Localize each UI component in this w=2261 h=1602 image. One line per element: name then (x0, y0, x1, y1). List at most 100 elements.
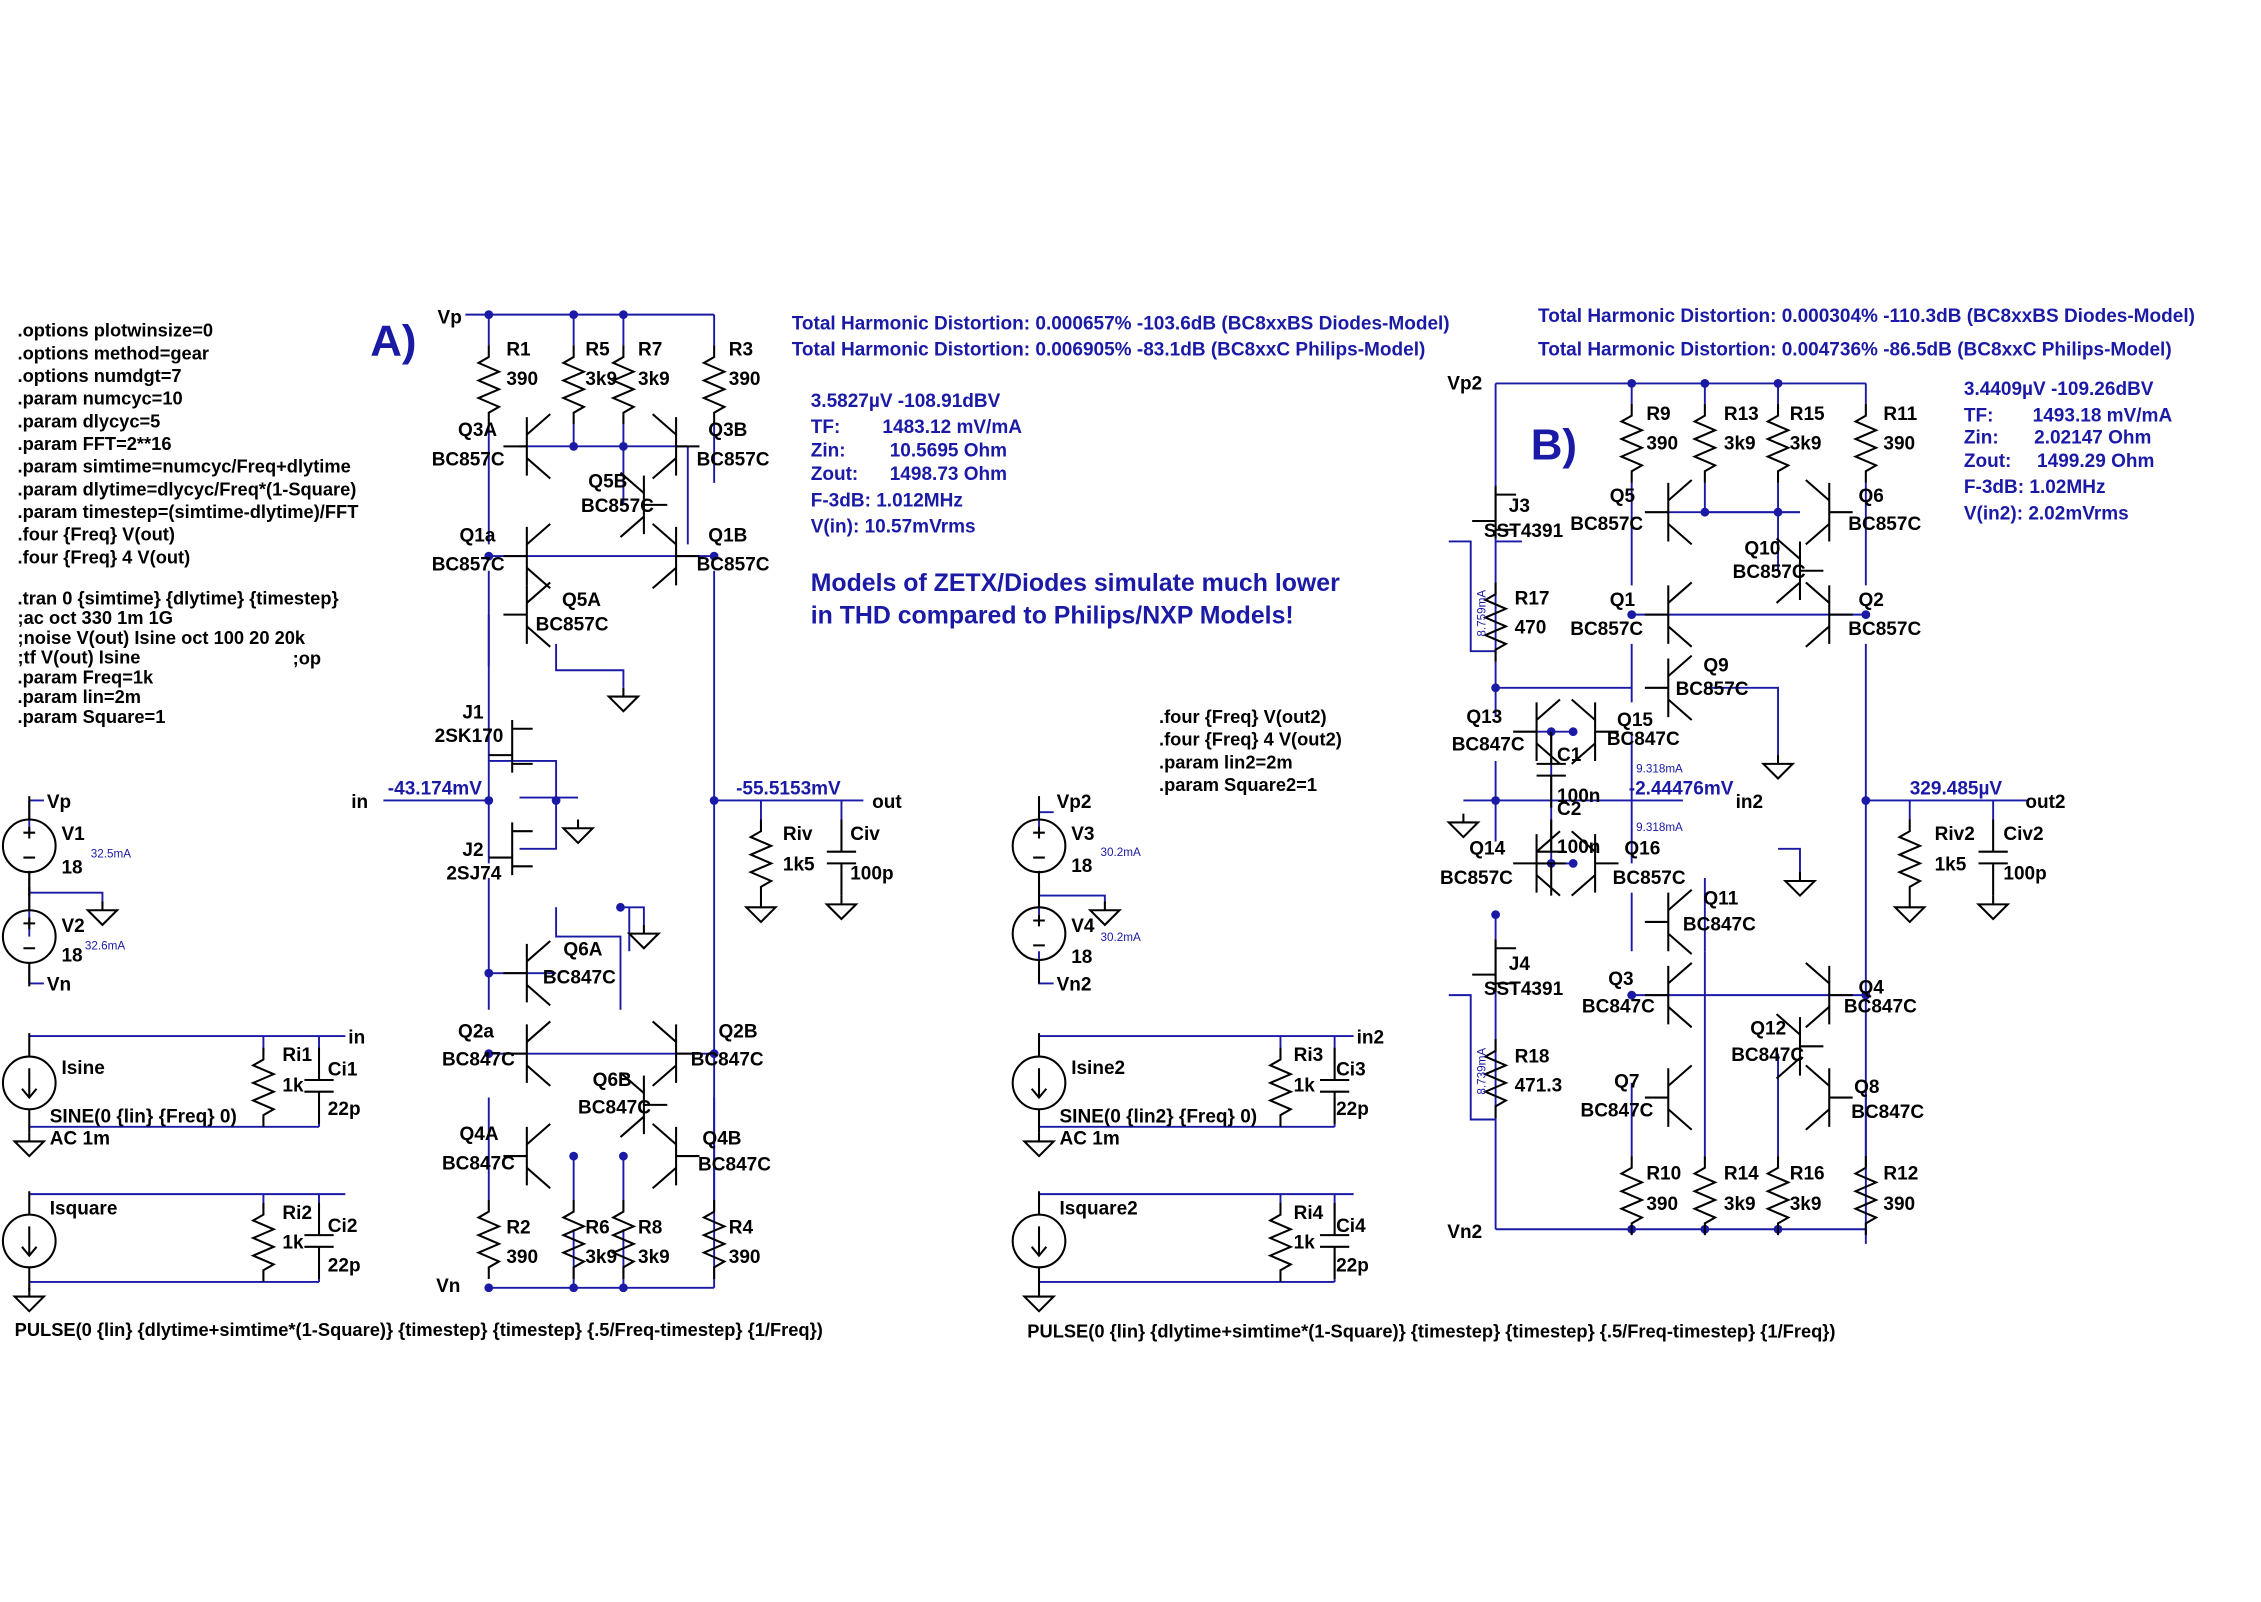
ground-icon (1023, 1286, 1055, 1313)
label-ci2: Ci2 (328, 1216, 358, 1237)
voltage-source-v4[interactable] (1011, 882, 1067, 985)
net-in2-source: in2 (1357, 1027, 1384, 1048)
label-q11: Q11 (1703, 888, 1738, 909)
ac-b: AC 1m (1060, 1128, 1120, 1149)
label-q9: Q9 (1703, 656, 1728, 677)
directive-line: .param lin=2m (18, 686, 141, 707)
value-r14: 3k9 (1724, 1194, 1756, 1215)
ground-icon (1784, 871, 1816, 897)
thd-diodes-b: Total Harmonic Distortion: 0.000304% -11… (1538, 306, 2195, 327)
label-civ: Civ (850, 824, 880, 845)
resistor-r17[interactable] (1484, 581, 1507, 663)
value-r7: 3k9 (638, 369, 670, 390)
model-q2: BC857C (1848, 619, 1921, 640)
model-q2a: BC847C (442, 1049, 515, 1070)
current-source-isquare2[interactable] (1011, 1190, 1067, 1292)
ground-icon (1023, 1131, 1055, 1158)
current-source-isquare[interactable] (1, 1190, 57, 1292)
ground-icon (13, 1286, 45, 1313)
label-c2: C2 (1557, 799, 1581, 820)
transistor-q4b[interactable] (651, 1122, 701, 1190)
zin-label-a: Zin: (811, 441, 846, 462)
current-v1: 32.5mA (91, 848, 131, 861)
value-v4: 18 (1071, 947, 1092, 968)
label-j3: J3 (1509, 496, 1530, 517)
label-ci3: Ci3 (1336, 1060, 1366, 1081)
value-r16: 3k9 (1790, 1194, 1822, 1215)
label-r12: R12 (1883, 1164, 1918, 1185)
noise-b: 3.4409µV -109.26dBV (1964, 379, 2154, 400)
label-r3: R3 (729, 340, 753, 361)
label-q5b: Q5B (588, 471, 627, 492)
node-out-voltage: -55.5153mV (736, 779, 841, 800)
model-q2b: BC847C (691, 1049, 764, 1070)
resistor-ri1[interactable] (252, 1046, 275, 1128)
label-q5: Q5 (1610, 486, 1636, 507)
resistor-r13[interactable] (1693, 402, 1717, 484)
model-q5a: BC857C (536, 615, 609, 636)
value-civ2: 100p (2003, 864, 2046, 885)
resistor-r18[interactable] (1484, 1037, 1507, 1120)
resistor-r11[interactable] (1854, 402, 1878, 484)
label-q14: Q14 (1469, 839, 1505, 860)
label-isquare2: Isquare2 (1060, 1199, 1138, 1220)
model-q4: BC847C (1844, 997, 1917, 1018)
resistor-r14[interactable] (1693, 1155, 1717, 1237)
label-isquare: Isquare (50, 1199, 118, 1220)
label-q1: Q1 (1610, 590, 1636, 611)
model-q8: BC847C (1851, 1102, 1924, 1123)
resistor-r1[interactable] (477, 344, 501, 426)
model-q13: BC847C (1452, 735, 1525, 756)
transistor-q6[interactable] (1804, 478, 1854, 546)
resistor-r4[interactable] (702, 1198, 726, 1281)
directive-line: .options plotwinsize=0 (18, 320, 214, 341)
current-c2: 9.318mA (1636, 821, 1683, 834)
resistor-riv[interactable] (749, 818, 773, 900)
resistor-riv2[interactable] (1898, 818, 1922, 900)
label-q1a: Q1a (460, 525, 496, 546)
note-line1: Models of ZETX/Diodes simulate much lowe… (811, 569, 1340, 597)
label-r13: R13 (1724, 404, 1759, 425)
resistor-r9[interactable] (1620, 402, 1643, 484)
resistor-r10[interactable] (1620, 1155, 1643, 1237)
resistor-ri3[interactable] (1269, 1046, 1292, 1128)
label-q13: Q13 (1466, 707, 1502, 728)
resistor-ri2[interactable] (252, 1201, 275, 1283)
resistor-r5[interactable] (562, 344, 585, 426)
ground-icon (607, 686, 640, 713)
resistor-r3[interactable] (702, 344, 726, 426)
directive-line: .param Square2=1 (1159, 774, 1317, 795)
label-ri3: Ri3 (1294, 1045, 1324, 1066)
directive-line: .four {Freq} V(out2) (1159, 706, 1327, 727)
resistor-r12[interactable] (1854, 1155, 1878, 1237)
ground-icon (1447, 812, 1480, 839)
directive-line: .param dlytime=dlycyc/Freq*(1-Square) (18, 478, 357, 499)
label-r16: R16 (1790, 1164, 1825, 1185)
model-q11: BC847C (1683, 915, 1756, 936)
model-q14: BC857C (1440, 868, 1513, 889)
label-riv2: Riv2 (1935, 824, 1975, 845)
label-j1: J1 (462, 703, 484, 724)
resistor-ri4[interactable] (1269, 1201, 1292, 1283)
transistor-q8[interactable] (1804, 1064, 1854, 1131)
ac-a: AC 1m (50, 1128, 110, 1149)
resistor-r16[interactable] (1766, 1155, 1790, 1237)
zout-label-a: Zout: (811, 464, 859, 485)
model-q6: BC857C (1848, 514, 1921, 535)
section-a-title: A) (370, 317, 416, 366)
resistor-r15[interactable] (1766, 402, 1790, 484)
resistor-r2[interactable] (477, 1198, 501, 1281)
net-vp2: Vp2 (1447, 373, 1482, 394)
model-q7: BC847C (1580, 1101, 1653, 1122)
value-r11: 390 (1883, 433, 1915, 454)
pulse-a: PULSE(0 {lin} {dlytime+simtime*(1-Square… (15, 1319, 823, 1340)
current-source-isine2[interactable] (1011, 1032, 1067, 1134)
resistor-r6[interactable] (562, 1198, 585, 1281)
ground-icon (628, 923, 660, 950)
current-v4: 30.2mA (1100, 931, 1140, 944)
current-source-isine[interactable] (1, 1032, 57, 1134)
value-ri3: 1k (1294, 1076, 1316, 1097)
net-vn2: Vn2 (1447, 1222, 1482, 1243)
value-r8: 3k9 (638, 1247, 670, 1268)
